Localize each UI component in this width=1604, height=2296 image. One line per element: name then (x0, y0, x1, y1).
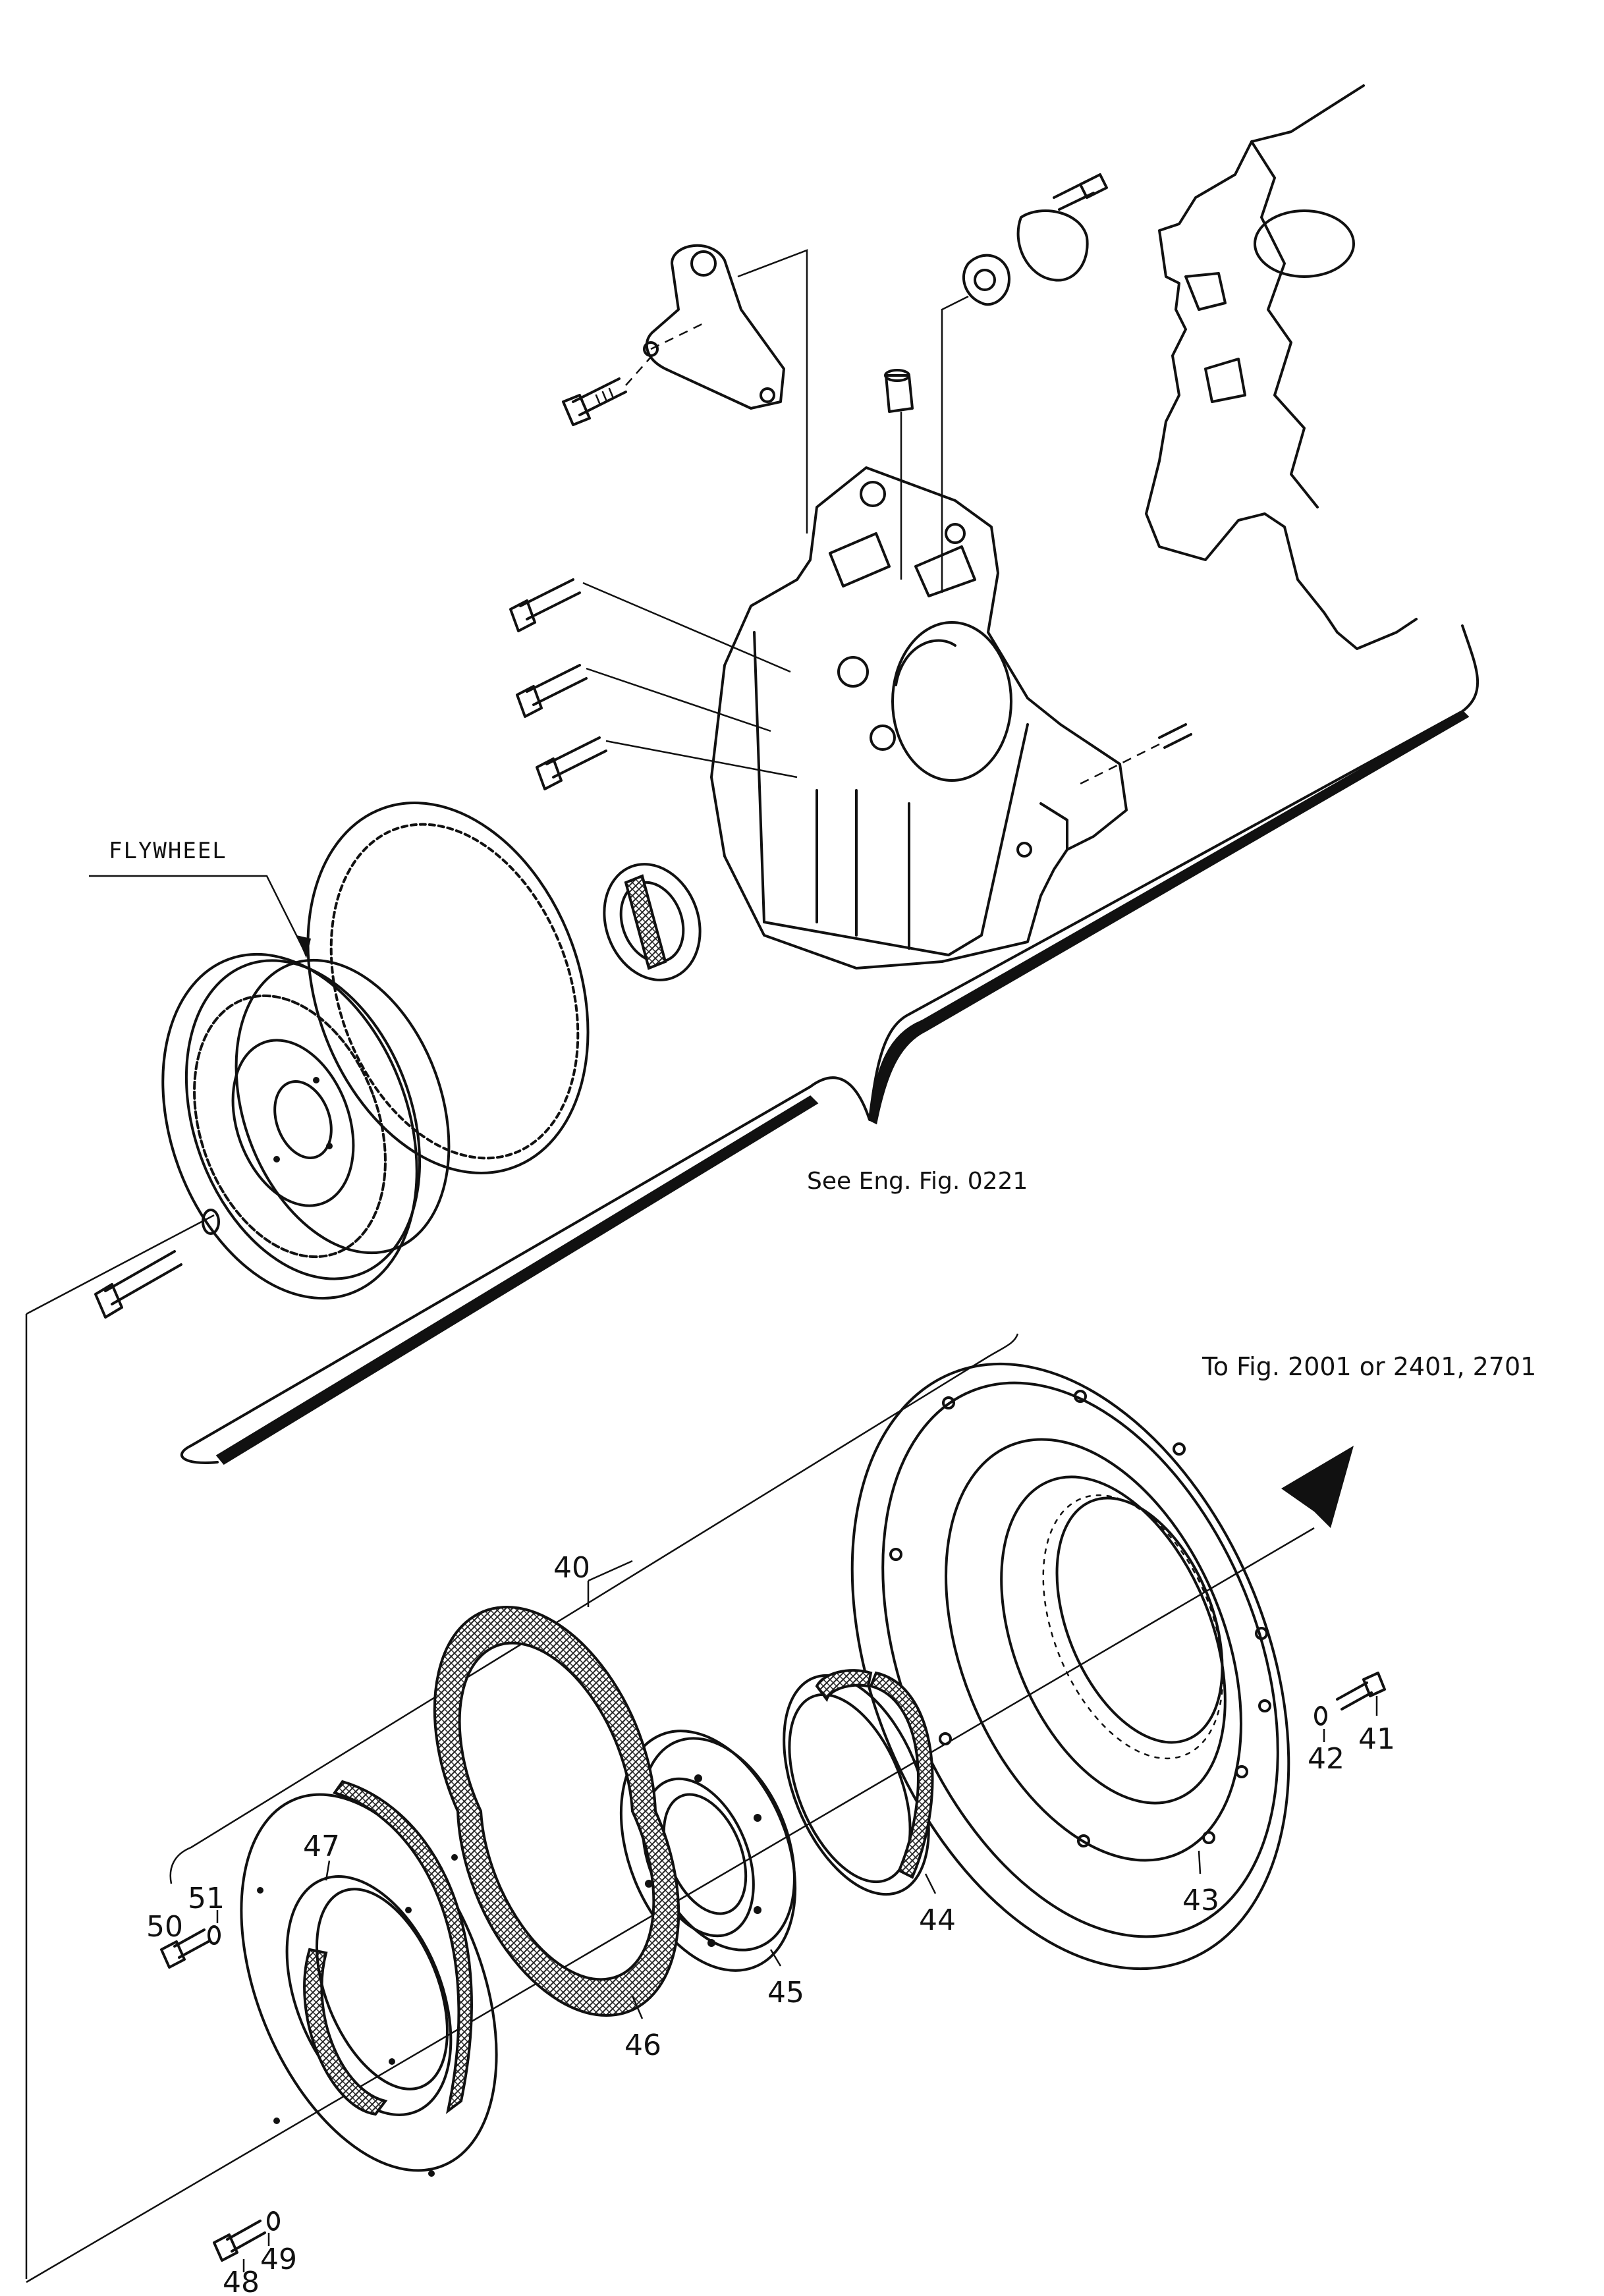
callout-40-leader (587, 1560, 633, 1607)
callout-47-leader (325, 1860, 331, 1881)
flywheel-leader (89, 875, 308, 956)
engine-mount-bracket (643, 244, 808, 533)
callout-43: 43 (1182, 1884, 1219, 1917)
callout-42: 42 (1308, 1742, 1344, 1776)
assembly-brace-lower-heavy (215, 1095, 819, 1465)
part-47-pressure-plate (240, 1780, 498, 2177)
flywheel-label: FLYWHEEL (109, 838, 227, 864)
axis-line-flywheel (25, 1214, 215, 2279)
flywheel-leader-arrow (296, 935, 311, 958)
direction-arrow-icon (1281, 1446, 1354, 1528)
callout-44: 44 (919, 1903, 956, 1937)
assembly-bracket-40 (169, 1333, 1019, 1884)
callout-46: 46 (624, 2029, 661, 2062)
part-48-bolt-icon (213, 2220, 266, 2272)
callout-43-leader (1198, 1850, 1202, 1874)
part-42-washer-icon (1314, 1706, 1327, 1742)
see-engine-figure-label: See Eng. Fig. 0221 (807, 1168, 1028, 1195)
callout-45: 45 (767, 1976, 804, 2009)
callout-40: 40 (553, 1551, 590, 1585)
part-44-lining-ring (783, 1669, 934, 1896)
ring-gear (306, 802, 590, 1174)
flywheel (161, 952, 451, 1300)
part-41-bolt-icon (1336, 1672, 1386, 1716)
assembly-brace-upper (180, 624, 1479, 1464)
callout-45-leader (769, 1949, 782, 1967)
flywheel-housing (710, 466, 1128, 970)
callout-51: 51 (188, 1882, 225, 1915)
bearing-icon (603, 863, 702, 981)
callout-48: 48 (223, 2266, 260, 2296)
callout-41: 41 (1358, 1722, 1395, 1756)
engine-block-outline (1145, 84, 1418, 650)
callout-50: 50 (146, 1910, 183, 1944)
callout-49: 49 (260, 2243, 297, 2276)
assembly-brace-upper-heavy (868, 710, 1470, 1125)
plug-icon (884, 369, 914, 580)
bracket-bolt-icon (562, 355, 653, 426)
part-43-adapter-housing (850, 1362, 1290, 1971)
callout-46-leader (631, 1995, 644, 2019)
callout-47: 47 (303, 1830, 340, 1863)
part-49-washer-icon (267, 2211, 280, 2246)
part-46-friction-disc (433, 1606, 680, 2017)
to-figure-label: To Fig. 2001 or 2401, 2701 (1202, 1352, 1536, 1381)
dowel-pin-icon (1080, 723, 1192, 785)
part-50-bolt-icon (160, 1928, 211, 1969)
housing-bolts-icon (509, 578, 798, 790)
cover-plate-group (941, 173, 1108, 593)
flywheel-bolt-icon (94, 1209, 220, 1319)
part-51-washer-icon (207, 1910, 221, 1945)
callout-44-leader (924, 1873, 937, 1894)
